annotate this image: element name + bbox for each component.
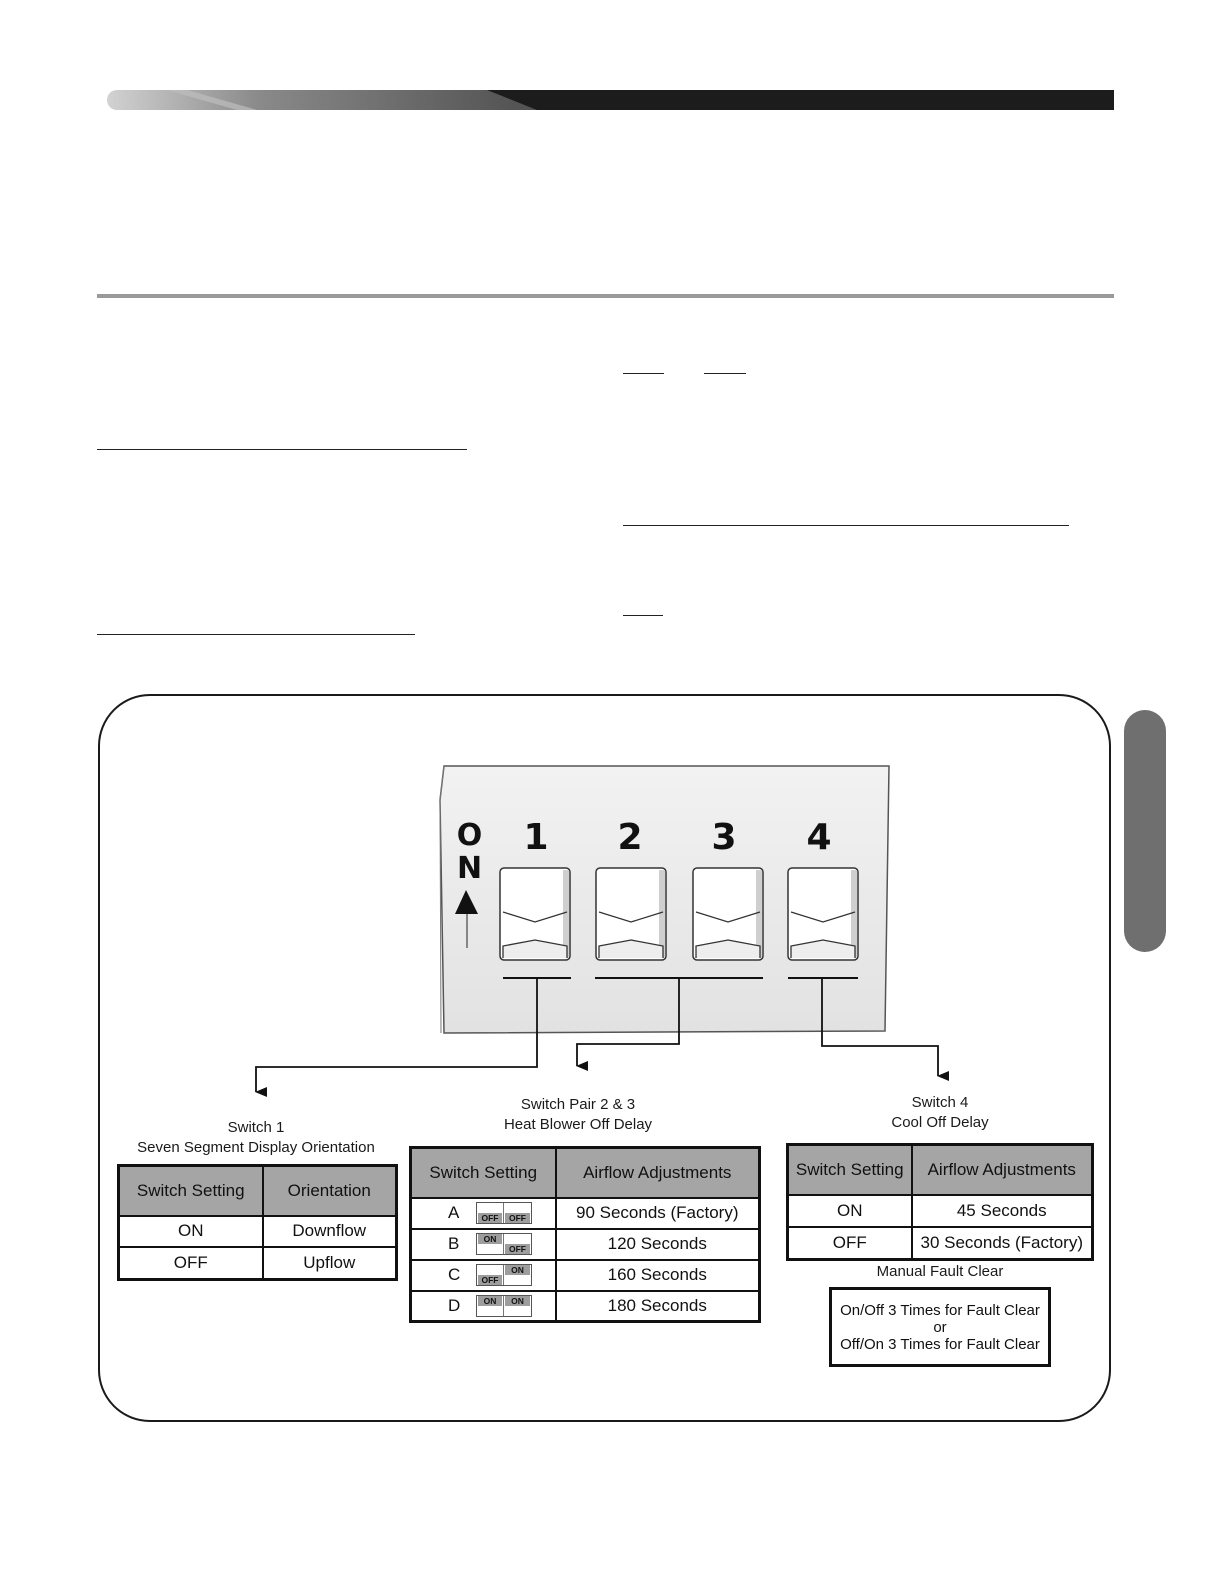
switch-actuator-4 xyxy=(787,867,859,961)
switch-state-label: ON xyxy=(478,1295,502,1306)
diagram-frame xyxy=(98,694,1111,1422)
switch-number-1: 1 xyxy=(523,817,549,858)
table-cell: Downflow xyxy=(261,1214,398,1248)
header-bar xyxy=(107,90,1114,110)
table-cell: OFF xyxy=(117,1245,264,1281)
underline-left-2 xyxy=(97,634,415,635)
switch4-table: Switch Setting Airflow Adjustments ON 45… xyxy=(786,1143,1094,1261)
setting-letter: C xyxy=(448,1265,461,1284)
table-cell: 120 Seconds xyxy=(554,1227,761,1261)
switch23-caption: Switch Pair 2 & 3 Heat Blower Off Delay xyxy=(438,1095,718,1135)
table-cell: 160 Seconds xyxy=(554,1258,761,1292)
on-label: ON xyxy=(452,818,487,884)
side-tab xyxy=(1124,710,1166,952)
on-arrow-icon xyxy=(455,890,478,914)
fault-clear-box: On/Off 3 Times for Fault Clear or Off/On… xyxy=(829,1287,1051,1367)
switch1-subtitle: Seven Segment Display Orientation xyxy=(137,1139,375,1156)
underline-right-3 xyxy=(623,615,663,616)
table-cell: OFF xyxy=(786,1225,913,1261)
switch4-subtitle: Cool Off Delay xyxy=(891,1114,989,1131)
switch-number-2: 2 xyxy=(617,817,643,858)
mini-switch-half: OFF xyxy=(504,1203,531,1223)
switch1-caption: Switch 1 Seven Segment Display Orientati… xyxy=(116,1118,396,1158)
setting-letter: D xyxy=(448,1295,461,1315)
underline-right-1a xyxy=(623,373,664,374)
setting-letter: A xyxy=(448,1203,460,1222)
switch23-subtitle: Heat Blower Off Delay xyxy=(503,1116,653,1133)
switch23-title: Switch Pair 2 & 3 xyxy=(520,1096,636,1113)
switch-state-label: OFF xyxy=(505,1244,530,1254)
switch-state-label: ON xyxy=(478,1234,502,1244)
setting-letter: B xyxy=(448,1234,460,1253)
mini-switch-half: OFF xyxy=(477,1203,504,1223)
table-row: ON Downflow xyxy=(117,1214,398,1248)
switch1-title: Switch 1 xyxy=(227,1119,285,1136)
mini-switch-half: ON xyxy=(504,1265,531,1285)
fault-line-1: On/Off 3 Times for Fault Clear xyxy=(840,1302,1040,1319)
table-header: Orientation xyxy=(261,1164,398,1217)
mini-switch-half: ON xyxy=(477,1234,504,1254)
switch-number-3: 3 xyxy=(711,817,737,858)
table-cell: ON xyxy=(786,1193,913,1228)
fault-title: Manual Fault Clear xyxy=(876,1263,1004,1280)
fault-line-3: Off/On 3 Times for Fault Clear xyxy=(840,1336,1040,1353)
table-header: Airflow Adjustments xyxy=(554,1146,761,1199)
switch-state-label: ON xyxy=(505,1265,530,1275)
underline-left-1 xyxy=(97,449,467,450)
table-row: ON 45 Seconds xyxy=(786,1193,1094,1228)
switch4-caption: Switch 4 Cool Off Delay xyxy=(800,1093,1080,1133)
table-row: OFF 30 Seconds (Factory) xyxy=(786,1225,1094,1261)
table-cell: 180 Seconds xyxy=(554,1289,761,1323)
switch4-title: Switch 4 xyxy=(911,1094,969,1111)
table-header: Switch Setting xyxy=(786,1143,913,1196)
switch-actuator-1 xyxy=(499,867,571,961)
table-header: Switch Setting xyxy=(117,1164,264,1217)
underline-right-2 xyxy=(623,525,1069,526)
table-header: Airflow Adjustments xyxy=(910,1143,1094,1196)
mini-switch-half: ON xyxy=(477,1295,504,1316)
switch-state-label: OFF xyxy=(505,1213,530,1223)
switch-state-label: OFF xyxy=(478,1275,502,1285)
table-header: Switch Setting xyxy=(409,1146,557,1199)
switch1-table: Switch Setting Orientation ON Downflow O… xyxy=(117,1164,398,1281)
table-cell: ON xyxy=(117,1214,264,1248)
switch-actuator-3 xyxy=(692,867,764,961)
mini-switch-half: OFF xyxy=(504,1234,531,1254)
table-row: OFF Upflow xyxy=(117,1245,398,1281)
mini-switch-half: OFF xyxy=(477,1265,504,1285)
switch-state-label: OFF xyxy=(478,1213,502,1223)
section-divider xyxy=(97,294,1114,298)
table-cell: 90 Seconds (Factory) xyxy=(554,1196,761,1230)
fault-line-2: or xyxy=(933,1319,947,1336)
switch-actuator-2 xyxy=(595,867,667,961)
switch-state-label: ON xyxy=(505,1295,530,1306)
mini-switch-half: ON xyxy=(504,1295,531,1316)
table-cell: 45 Seconds xyxy=(910,1193,1094,1228)
switch-number-4: 4 xyxy=(806,817,832,858)
table-cell: 30 Seconds (Factory) xyxy=(910,1225,1094,1261)
table-cell: Upflow xyxy=(261,1245,398,1281)
underline-right-1b xyxy=(704,373,746,374)
